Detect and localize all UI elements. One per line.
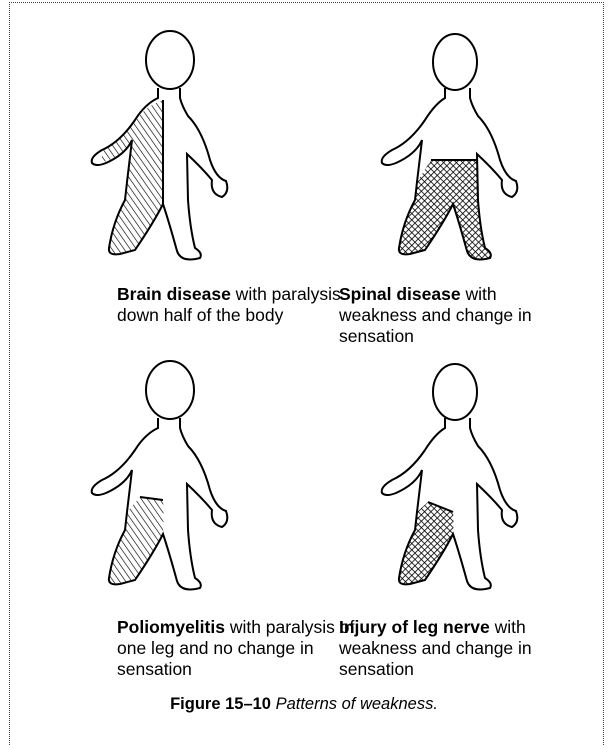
figure-brain-disease bbox=[92, 31, 228, 259]
caption-bold: Poliomyelitis bbox=[117, 617, 225, 637]
figure-caption: Figure 15–10 Patterns of weakness. bbox=[0, 695, 608, 714]
affected-region-one-leg bbox=[109, 497, 164, 584]
caption-spinal-disease: Spinal disease with weakness and change … bbox=[339, 284, 579, 347]
caption-poliomyelitis: Poliomyelitis with paralysis of one leg … bbox=[117, 617, 357, 680]
figure-leg-nerve-injury bbox=[382, 364, 518, 589]
figure-poliomyelitis bbox=[92, 361, 228, 589]
affected-region-one-leg bbox=[399, 502, 454, 584]
head bbox=[433, 364, 477, 420]
caption-bold: Brain disease bbox=[117, 284, 231, 304]
caption-leg-nerve-injury: Injury of leg nerve with weakness and ch… bbox=[339, 617, 579, 680]
head bbox=[146, 31, 194, 89]
figure-spinal-disease bbox=[382, 34, 518, 259]
figure-title: Patterns of weakness. bbox=[271, 695, 438, 713]
body-outline bbox=[382, 418, 518, 589]
caption-brain-disease: Brain disease with paralysis down half o… bbox=[117, 284, 357, 326]
head bbox=[433, 34, 477, 90]
caption-bold: Spinal disease bbox=[339, 284, 461, 304]
head bbox=[146, 361, 194, 419]
caption-bold: Injury of leg nerve bbox=[339, 617, 490, 637]
figure-label: Figure 15–10 bbox=[170, 695, 271, 713]
